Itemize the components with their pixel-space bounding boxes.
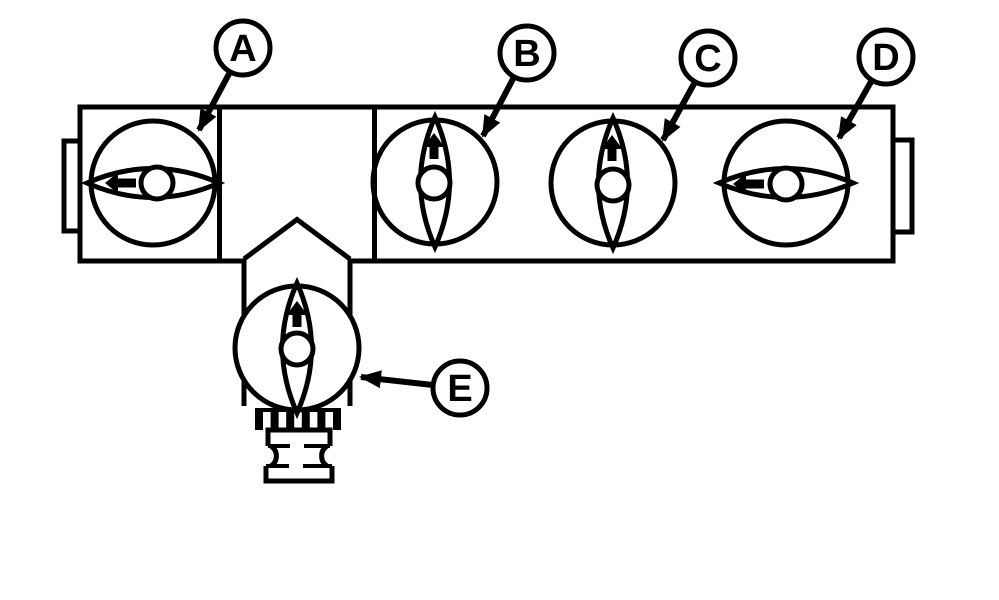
callout-b: B (480, 23, 557, 138)
callout-c-circle (678, 28, 738, 88)
manifold (61, 104, 915, 406)
outlet-thread-band (255, 410, 341, 430)
valve-c-direction-arrow (601, 135, 623, 161)
callout-e-circle (430, 358, 490, 418)
callout-b-circle (497, 23, 557, 83)
callout-c-label: C (694, 38, 721, 80)
thread-bar (270, 410, 279, 430)
thread-bar (317, 410, 326, 430)
valve-a-knob (138, 164, 176, 202)
callout-b-leader (480, 75, 517, 138)
valve-c-handle-group (594, 111, 632, 255)
valve-d-knob (767, 165, 805, 203)
valve-b-direction-arrow (423, 133, 445, 159)
valve-a-direction-arrow (105, 172, 136, 194)
callout-e-label: E (447, 368, 472, 410)
callout-b-label: B (513, 33, 540, 75)
thread-bar (333, 410, 341, 430)
outlet-fitting (255, 408, 341, 484)
hidden-joint-dashes (266, 444, 332, 468)
valve-e-direction-arrow (286, 301, 308, 327)
outlet-coupler-block (263, 466, 335, 484)
callout-d-leader (836, 78, 875, 140)
callout-d-circle (856, 27, 916, 87)
valve-d-handle-group (712, 165, 860, 203)
callout-a-leader (196, 70, 233, 132)
valve-b-knob (415, 164, 453, 202)
thread-bar (286, 410, 295, 430)
callout-c-leader (660, 80, 698, 142)
callout-d: D (836, 27, 916, 140)
branch-chevron (242, 216, 352, 262)
thread-bar (255, 410, 263, 430)
valve-e-knob (278, 330, 316, 368)
outlet-neck-right (319, 443, 329, 469)
callout-e: E (359, 358, 490, 418)
manifold-body-outline (77, 104, 896, 406)
right-port-flange (890, 137, 915, 235)
callout-e-leader (359, 370, 434, 389)
callout-a: A (196, 18, 273, 132)
outlet-neck-left (269, 443, 279, 469)
thread-bar (301, 410, 310, 430)
valve-a-handle-group (80, 164, 226, 202)
callout-d-label: D (872, 37, 899, 79)
valve-b-handle-group (415, 110, 453, 254)
valve-d-direction-arrow (733, 173, 764, 195)
valve-e-handle-group (278, 276, 316, 420)
outlet-collar (265, 427, 333, 446)
callout-a-label: A (229, 28, 256, 70)
callout-a-circle (213, 18, 273, 78)
callout-c: C (660, 28, 738, 142)
valve-c-knob (594, 166, 632, 204)
